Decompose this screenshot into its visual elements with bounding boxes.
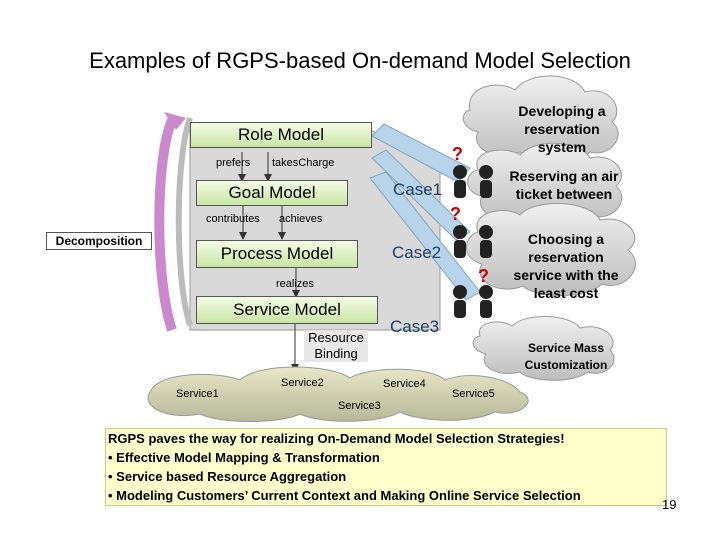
- case1-arrow: [371, 123, 471, 183]
- summary-box: RGPS paves the way for realizing On-Dema…: [105, 428, 667, 506]
- decomposition-arrow: [154, 118, 177, 332]
- relation-contributes: contributes: [206, 213, 260, 225]
- summary-bullet: • Effective Model Mapping & Transformati…: [108, 450, 380, 465]
- question-mark-icon: ?: [452, 144, 463, 164]
- people-icons: [453, 165, 493, 318]
- cloud-text-2: Reserving an air ticket between: [509, 168, 619, 202]
- service-band: [147, 366, 529, 422]
- resource-binding-label: Resource Binding: [304, 330, 368, 362]
- page-number: 19: [662, 497, 677, 512]
- summary-bullet: • Modeling Customers’ Current Context an…: [108, 488, 581, 503]
- cloud-text-1: Developing a reservation system: [518, 103, 606, 155]
- service-3-label: Service3: [338, 400, 381, 412]
- page-title: Examples of RGPS-based On-demand Model S…: [89, 48, 631, 73]
- summary-heading: RGPS paves the way for realizing On-Dema…: [108, 431, 565, 446]
- summary-bullet: • Service based Resource Aggregation: [108, 469, 347, 484]
- service-model-box: Service Model: [196, 296, 378, 324]
- service-2-label: Service2: [281, 377, 324, 389]
- case2-arrow: [371, 149, 471, 241]
- relation-takes-charge: takesCharge: [272, 157, 335, 169]
- service-1-label: Service1: [176, 388, 219, 400]
- role-model-box: Role Model: [190, 122, 372, 148]
- decomposition-label: Decomposition: [46, 232, 152, 250]
- process-model-box: Process Model: [196, 240, 358, 268]
- cloud-text-3: Choosing a reservation service with the …: [513, 231, 619, 301]
- relation-realizes: realizes: [276, 278, 314, 290]
- relation-achieves: achieves: [279, 213, 323, 225]
- service-4-label: Service4: [383, 378, 426, 390]
- case-2-label: Case2: [392, 243, 442, 262]
- relation-prefers: prefers: [216, 157, 251, 169]
- case-1-label: Case1: [393, 180, 443, 199]
- case-3-label: Case3: [390, 317, 440, 336]
- cloud-2: [467, 142, 623, 227]
- cloud-3: [466, 203, 636, 296]
- question-mark-icon: ?: [478, 266, 489, 286]
- question-mark-icon: ?: [450, 204, 461, 224]
- service-mass-label: Service Mass Customization: [524, 341, 608, 372]
- cloud-1: [462, 75, 619, 164]
- service-5-label: Service5: [452, 388, 495, 400]
- goal-model-box: Goal Model: [196, 180, 348, 206]
